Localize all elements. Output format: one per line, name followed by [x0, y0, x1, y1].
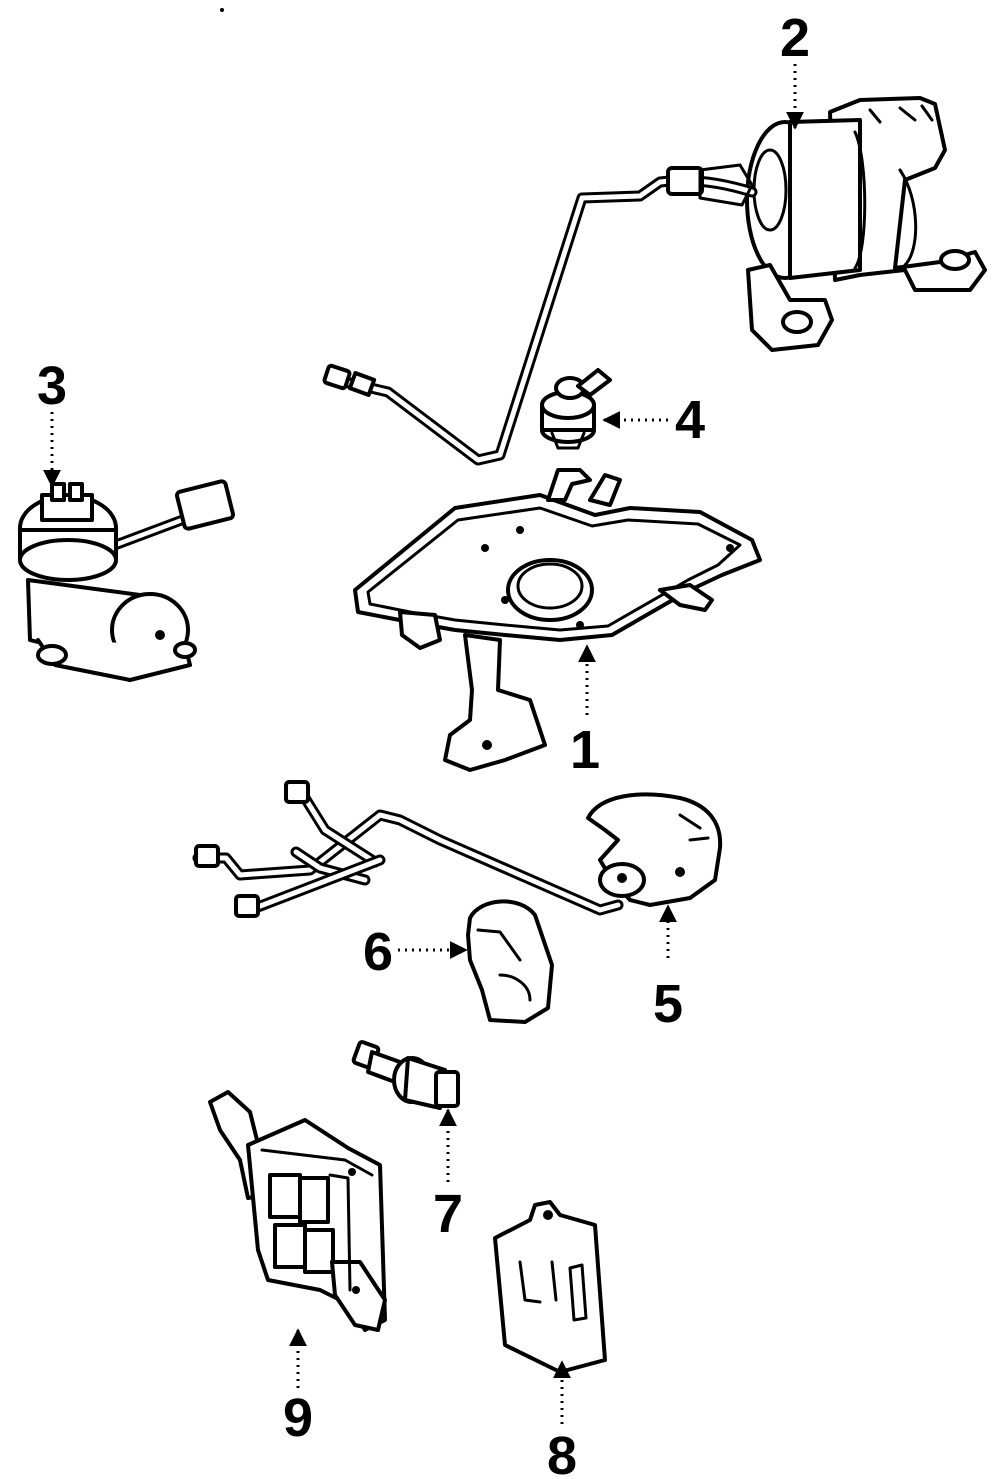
cable — [322, 163, 758, 466]
callout-3: 3 — [37, 356, 67, 416]
part-7-switch — [351, 1040, 460, 1110]
callout-6: 6 — [363, 922, 393, 982]
callout-7: 7 — [433, 1184, 463, 1244]
callout-4: 4 — [675, 390, 705, 450]
part-4-vacuum-switch — [540, 368, 612, 450]
callout-labels: 1 2 3 4 5 6 7 8 9 — [37, 8, 810, 1479]
callout-8: 8 — [547, 1426, 577, 1479]
callout-9: 9 — [283, 1388, 313, 1448]
callout-1: 1 — [570, 720, 600, 780]
leader-lines — [43, 64, 804, 1424]
part-1-bracket — [353, 468, 762, 772]
part-9-control-module — [208, 1090, 387, 1332]
stray-dot — [220, 8, 224, 12]
wire-harness — [192, 780, 624, 918]
part-8-relay — [493, 1200, 607, 1374]
part-6-cover — [466, 899, 554, 1024]
callout-2: 2 — [780, 8, 810, 68]
part-3-control-motor — [18, 479, 236, 682]
part-2-actuator — [745, 96, 987, 352]
part-5-throttle-cam — [586, 792, 723, 907]
callout-5: 5 — [653, 974, 683, 1034]
